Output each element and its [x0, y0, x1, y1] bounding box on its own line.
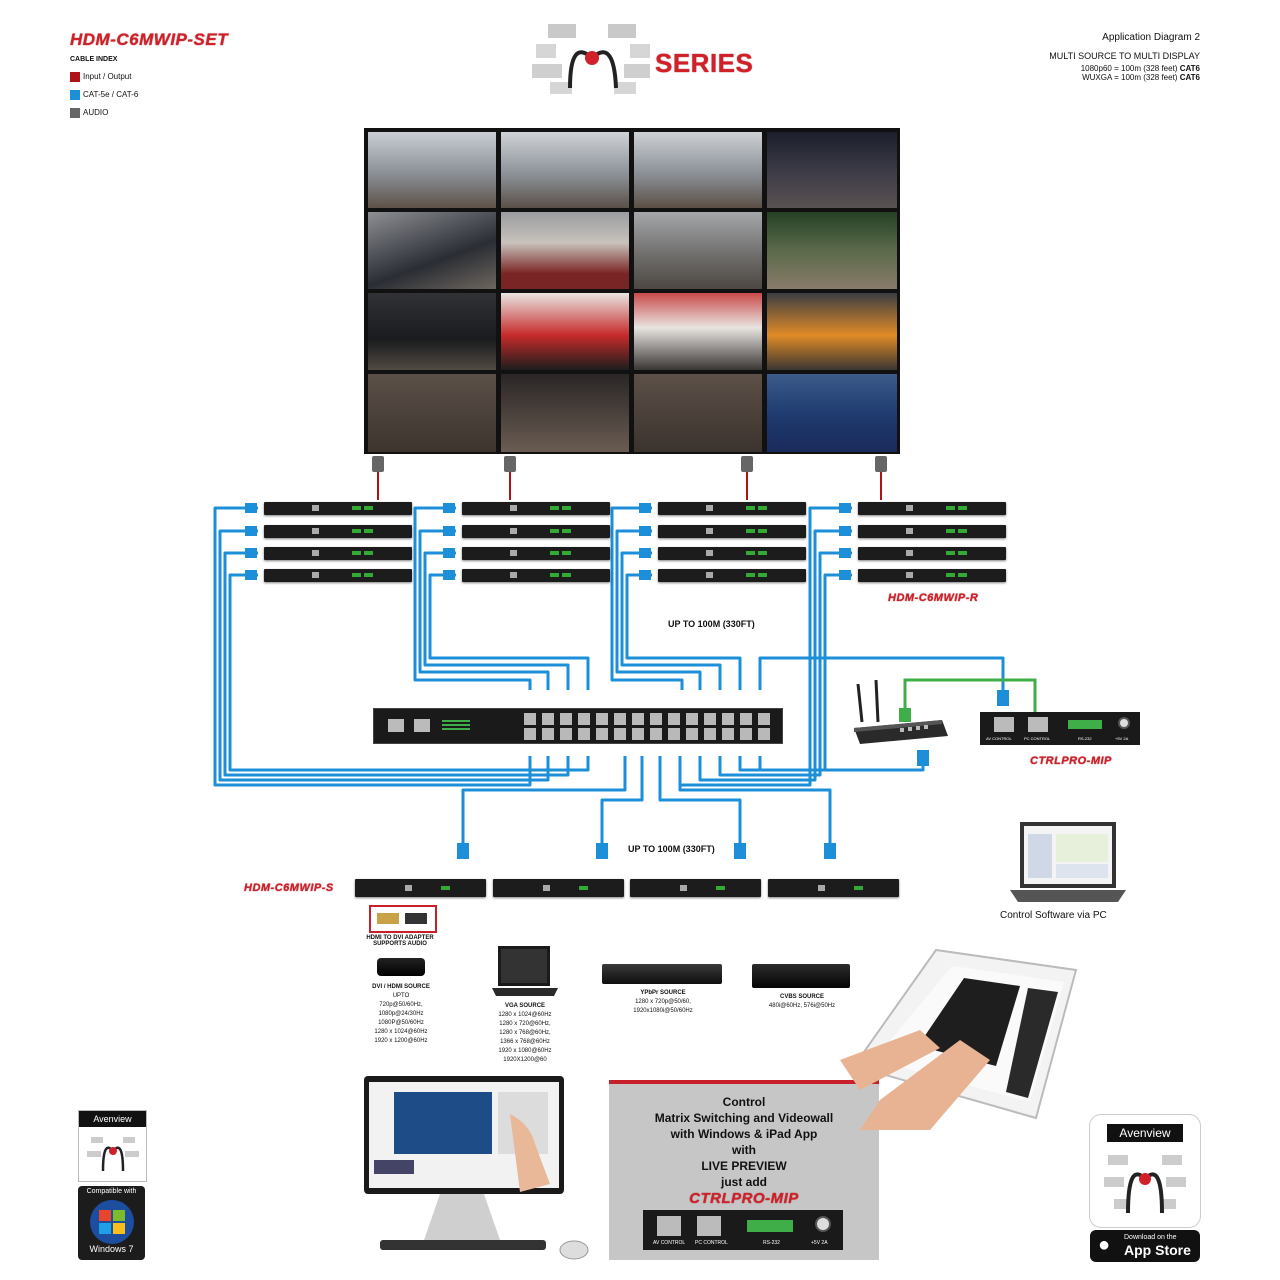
- video-wall-tile: [499, 210, 631, 291]
- sender-label: HDM-C6MWIP-S: [244, 882, 334, 894]
- spec-line-2: WUXGA = 100m (328 feet) CAT6: [1082, 73, 1200, 82]
- source-caption-vga: VGA SOURCE 1280 x 1024@60Hz 1280 x 720@6…: [498, 1003, 552, 1063]
- receiver-unit: [658, 502, 806, 515]
- receiver-unit: [264, 525, 412, 538]
- video-wall-tile: [366, 372, 498, 454]
- router-icon: [854, 680, 948, 744]
- ctrlpro-controller: AV CONTROL PC CONTROL RS-232 +5V 2A: [980, 712, 1140, 745]
- series-logo-icon: [532, 24, 650, 94]
- input-output-swatch: [70, 72, 80, 82]
- receiver-unit: [858, 569, 1006, 582]
- receiver-unit: [264, 502, 412, 515]
- cable-index-item: AUDIO: [70, 108, 108, 118]
- pc-laptop-icon: [1010, 822, 1126, 902]
- dvr-icon: [752, 964, 850, 988]
- cat-cable-swatch: [70, 90, 80, 100]
- receiver-unit: [858, 547, 1006, 560]
- source-caption-adapter: HDMI TO DVI ADAPTER SUPPORTS AUDIO: [366, 935, 434, 947]
- source-caption-cvbs: CVBS SOURCE 480i@60Hz, 576i@50Hz: [768, 994, 836, 1009]
- controller-label: CTRLPRO-MIP: [1030, 755, 1112, 767]
- cable-index-item: CAT-5e / CAT-6: [70, 90, 138, 100]
- cable-index-item: Input / Output: [70, 72, 131, 82]
- distance-label-top: UP TO 100M (330FT): [668, 619, 755, 629]
- diagram-subtitle: MULTI SOURCE TO MULTI DISPLAY: [1049, 51, 1200, 61]
- series-logo-text: SERIES: [655, 48, 754, 78]
- avenview-app-icon: Avenview: [78, 1110, 147, 1182]
- infobox-product: CTRLPRO-MIP: [689, 1190, 799, 1207]
- receiver-unit: [462, 547, 610, 560]
- video-wall-tile: [366, 210, 498, 291]
- windows7-badge: Compatible with Windows 7: [78, 1186, 145, 1260]
- ipad-tablet-icon: [840, 948, 1078, 1130]
- video-wall-tile-f1: [765, 130, 899, 210]
- video-wall-tile: [366, 291, 498, 372]
- video-wall-tile: [632, 130, 764, 210]
- receiver-unit: [658, 547, 806, 560]
- receiver-unit: [264, 547, 412, 560]
- receiver-unit: [462, 502, 610, 515]
- video-wall-tile-newsroom: [765, 372, 899, 454]
- desktop-monitor-icon: [364, 1076, 589, 1260]
- laptop-icon: [492, 946, 558, 996]
- cable-index-title: CABLE INDEX: [70, 56, 118, 63]
- sender-unit: [630, 879, 761, 897]
- video-wall-tile: [499, 372, 631, 454]
- application-diagram-label: Application Diagram 2: [1102, 32, 1200, 43]
- avenview-ios-icon: Avenview: [1089, 1114, 1201, 1228]
- dvd-player-icon: [602, 964, 722, 984]
- hdmi-dvi-adapter: [369, 905, 437, 933]
- video-wall-tile: [499, 130, 631, 210]
- video-wall-tile: [366, 130, 498, 210]
- receiver-unit: [858, 525, 1006, 538]
- audio-swatch: [70, 108, 80, 118]
- spec-line-1: 1080p60 = 100m (328 feet) CAT6: [1080, 64, 1200, 73]
- sender-unit: [355, 879, 486, 897]
- apple-icon: ●: [1098, 1234, 1111, 1256]
- network-switch: [373, 708, 783, 744]
- distance-label-bottom: UP TO 100M (330FT): [628, 844, 715, 854]
- receiver-unit: [462, 525, 610, 538]
- receiver-unit: [462, 569, 610, 582]
- infobox-controller-image: AV CONTROL PC CONTROL RS-232 +5V 2A: [643, 1210, 843, 1250]
- control-software-label: Control Software via PC: [1000, 910, 1107, 921]
- video-wall-tile-supercar: [765, 291, 899, 372]
- media-player-icon: [377, 958, 425, 976]
- video-wall-tile: [632, 210, 764, 291]
- app-store-badge[interactable]: ● Download on the App Store: [1090, 1230, 1200, 1262]
- sender-unit: [493, 879, 624, 897]
- receiver-unit: [264, 569, 412, 582]
- product-title: HDM-C6MWIP-SET: [70, 30, 229, 49]
- windows-logo-icon: [90, 1200, 134, 1244]
- video-wall-tile: [632, 291, 764, 372]
- receiver-label: HDM-C6MWIP-R: [888, 592, 979, 604]
- receiver-unit: [658, 525, 806, 538]
- video-wall-tile: [632, 372, 764, 454]
- sender-unit: [768, 879, 899, 897]
- video-wall-tile-motorbike: [765, 210, 899, 291]
- control-info-box: Control Matrix Switching and Videowall w…: [609, 1080, 879, 1260]
- video-wall-tile: [499, 291, 631, 372]
- receiver-unit: [858, 502, 1006, 515]
- source-caption-dvi: DVI / HDMI SOURCE UPTO 720p@50/60Hz, 108…: [372, 984, 430, 1044]
- source-caption-ypbpr: YPbPr SOURCE 1280 x 720p@50/60, 1920x108…: [633, 990, 693, 1014]
- receiver-unit: [658, 569, 806, 582]
